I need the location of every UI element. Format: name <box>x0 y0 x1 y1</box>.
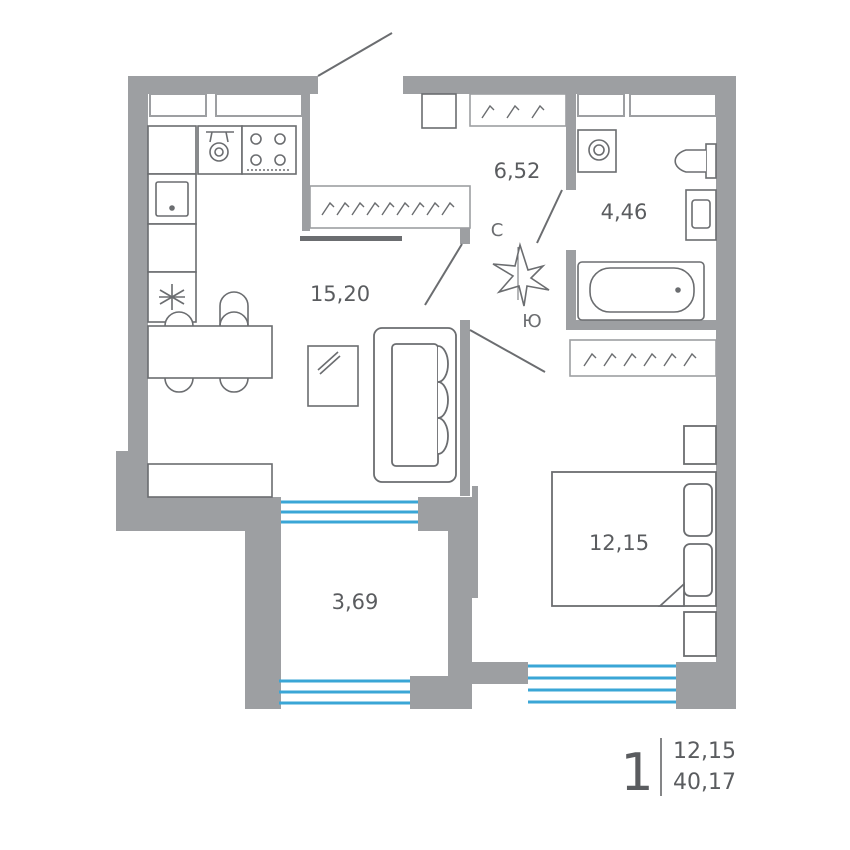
washer-icon <box>206 131 234 162</box>
window-frames <box>149 93 717 117</box>
stove-icon <box>247 133 290 171</box>
sink-icon <box>155 181 189 217</box>
bathroom-fixtures <box>577 129 717 321</box>
fridge-icon <box>159 284 185 310</box>
room-area-bedroom: 12,15 <box>589 531 649 555</box>
compass-icon <box>492 242 550 307</box>
doors <box>317 32 563 598</box>
room-area-bathroom: 4,46 <box>601 200 648 224</box>
dining-table <box>147 291 273 393</box>
sofa <box>373 327 457 483</box>
rooms-count: 1 <box>620 743 653 803</box>
total-area-value: 40,17 <box>673 770 736 795</box>
tv-table <box>307 345 359 407</box>
closet-top <box>421 93 567 129</box>
walls <box>116 76 736 709</box>
hanger-icons-top <box>481 104 545 119</box>
room-area-balcony: 3,69 <box>332 590 379 614</box>
lower-counter <box>147 463 273 498</box>
compass-south-label: Ю <box>522 311 541 332</box>
shoe-rack <box>300 236 402 241</box>
living-area-value: 12,15 <box>673 739 736 764</box>
hanger-icons-bedroom <box>583 352 697 367</box>
room-area-kitchen-living: 15,20 <box>310 282 370 306</box>
bed <box>551 425 717 657</box>
room-area-hallway: 6,52 <box>494 159 541 183</box>
compass-north-label: С <box>491 220 504 241</box>
hanger-icons <box>321 201 455 216</box>
closet-hallway <box>309 185 471 229</box>
closet-bedroom <box>569 339 717 377</box>
windows <box>279 500 676 705</box>
